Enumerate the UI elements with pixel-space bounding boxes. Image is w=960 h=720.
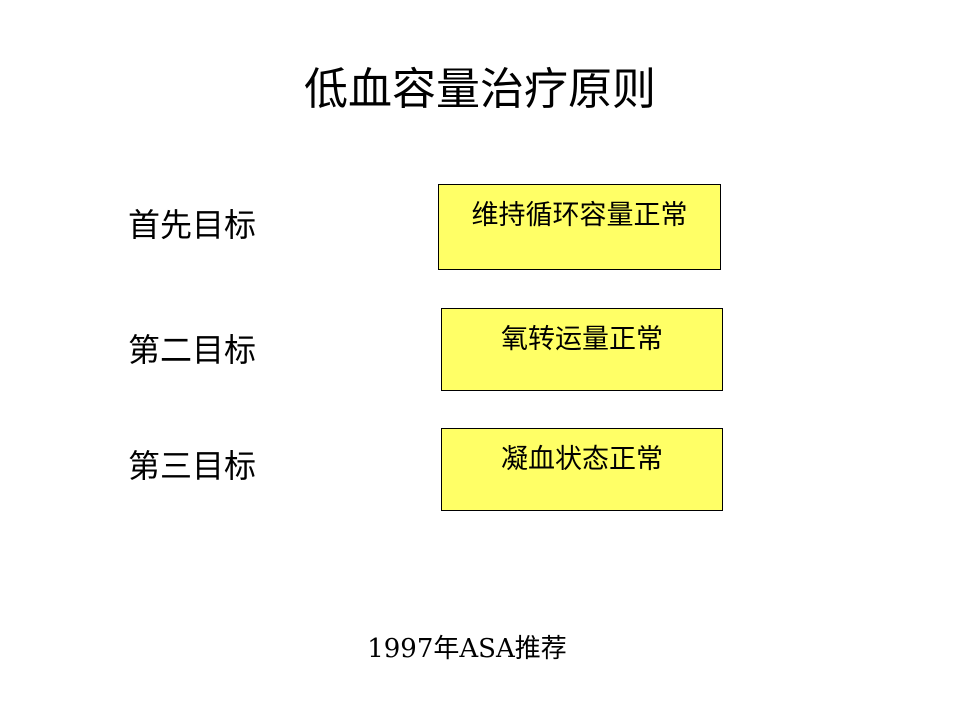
goal-box-primary: 维持循环容量正常 — [438, 184, 721, 270]
slide-title: 低血容量治疗原则 — [304, 64, 656, 115]
goal-box-secondary: 氧转运量正常 — [441, 308, 723, 391]
goal-box-tertiary: 凝血状态正常 — [441, 428, 723, 511]
goal-text-tertiary: 凝血状态正常 — [501, 444, 663, 475]
goal-label-primary: 首先目标 — [128, 206, 257, 244]
source-footnote: 1997年ASA推荐 — [367, 634, 567, 664]
goal-text-secondary: 氧转运量正常 — [501, 324, 663, 355]
goal-label-secondary: 第二目标 — [128, 331, 257, 369]
goal-label-tertiary: 第三目标 — [128, 447, 257, 485]
goal-text-primary: 维持循环容量正常 — [471, 200, 688, 231]
